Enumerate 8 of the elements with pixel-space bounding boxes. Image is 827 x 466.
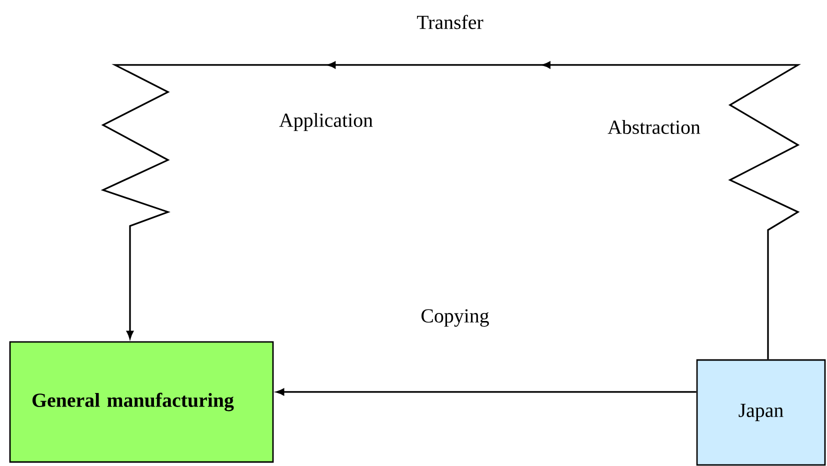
arrow xyxy=(276,388,696,396)
edge-label: Transfer xyxy=(417,14,484,30)
process-box: General manufacturing xyxy=(9,341,274,463)
process-box: Japan xyxy=(696,359,826,466)
edge-label: Copying xyxy=(422,309,489,327)
stage-label: Application xyxy=(278,112,374,132)
stage-label: Abstraction xyxy=(606,118,702,136)
arrow xyxy=(100,62,801,360)
